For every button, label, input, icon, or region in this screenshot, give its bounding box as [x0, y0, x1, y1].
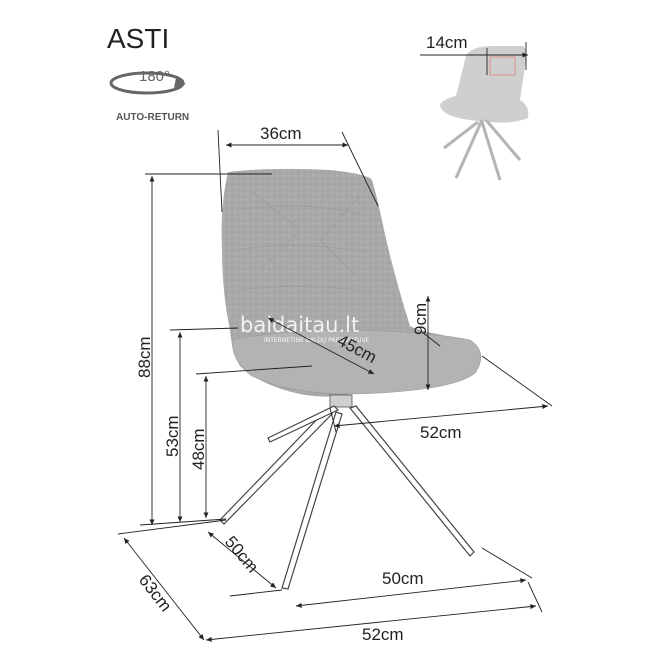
base-width-label: 50cm [382, 569, 424, 588]
dimension-total-height: 88cm [135, 173, 272, 525]
rear-view-thumbnail [440, 46, 529, 181]
dimension-overall-width: 52cm [205, 581, 543, 644]
product-title: ASTI [107, 23, 169, 54]
dimension-overall-depth: 63cm [117, 519, 227, 641]
armrest-height-label: 53cm [163, 415, 182, 457]
dimension-back-width: 36cm [217, 124, 379, 213]
base-depth-label: 50cm [221, 532, 262, 576]
dimension-handle-width: 14cm [420, 33, 528, 75]
dimension-armrest-height: 53cm [163, 327, 239, 522]
overall-width-label: 52cm [362, 625, 404, 644]
back-width-label: 36cm [260, 124, 302, 143]
total-height-label: 88cm [135, 336, 154, 378]
handle-cutout [489, 56, 516, 76]
chair-leg-front-right [281, 411, 343, 590]
swivel-mechanism [329, 394, 353, 408]
seat-height-label: 48cm [189, 428, 208, 470]
dimension-seat-height: 48cm [189, 365, 313, 518]
rotation-badge: 180° AUTO-RETURN [109, 68, 189, 123]
dimension-base-depth: 50cm [207, 531, 283, 597]
rotation-mode-label: AUTO-RETURN [116, 112, 189, 123]
dimension-back-cushion: 9cm [411, 296, 441, 390]
rotation-angle: 180° [139, 68, 170, 85]
overall-depth-label: 63cm [135, 571, 176, 615]
seat-width-label: 52cm [420, 423, 462, 442]
handle-width-label: 14cm [426, 33, 468, 52]
rotate-arrow-icon [109, 71, 186, 95]
chair-illustration [219, 168, 482, 590]
back-cushion-label: 9cm [411, 303, 430, 335]
floor-reference-line [139, 518, 227, 526]
chair-leg-front-left [219, 409, 333, 525]
dimension-seat-width: 52cm [329, 355, 553, 442]
dimension-base-width: 50cm [295, 547, 533, 608]
